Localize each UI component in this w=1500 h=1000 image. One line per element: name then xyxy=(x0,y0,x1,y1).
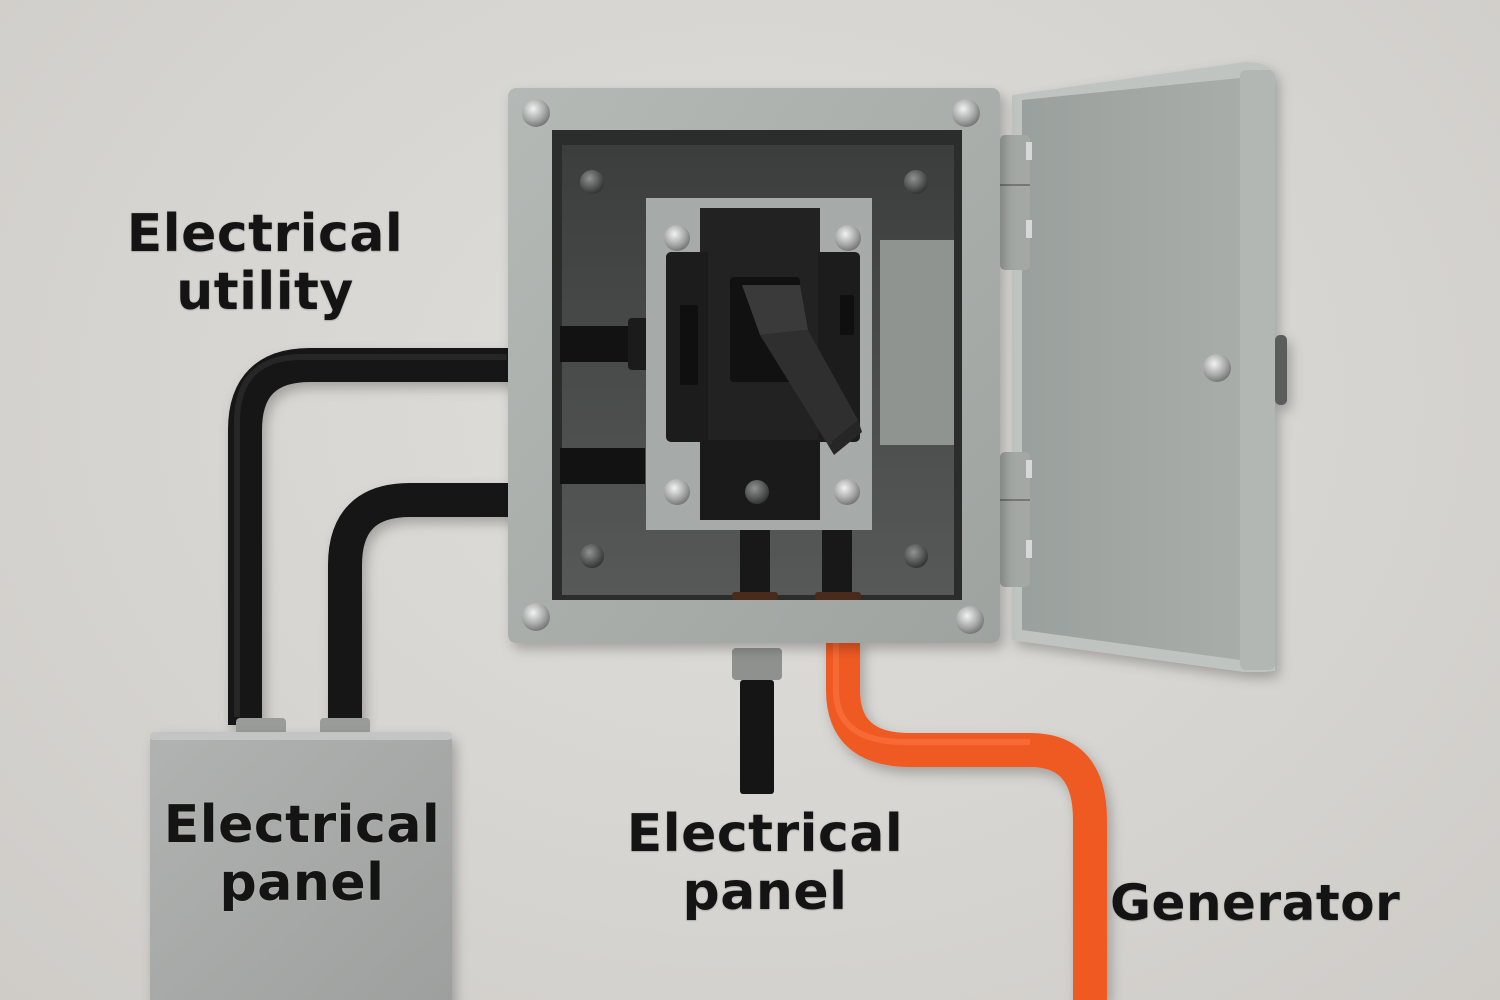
utility-cables xyxy=(228,348,515,725)
label-line: Electrical xyxy=(126,204,404,264)
label-line: utility xyxy=(176,262,354,323)
label-line: panel xyxy=(682,862,848,923)
screw-icon xyxy=(952,99,980,127)
label-line: Electrical xyxy=(626,804,904,864)
electrical-panel-box xyxy=(150,718,452,1000)
screw-icon xyxy=(522,99,550,127)
enclosure-door-open xyxy=(1012,62,1287,672)
generator-cable xyxy=(826,640,1107,1000)
panel-feed-cable xyxy=(732,648,782,794)
label-electrical-panel-box: Electrical panel xyxy=(152,795,452,914)
label-electrical-utility: Electrical utility xyxy=(120,204,410,323)
label-electrical-panel-center: Electrical panel xyxy=(615,804,915,923)
latch-knob-icon xyxy=(1203,354,1231,382)
door-hinges xyxy=(1000,135,1032,587)
label-line: Electrical xyxy=(163,795,441,855)
screw-icon xyxy=(956,606,984,634)
throw-switch-handle xyxy=(742,285,862,455)
throw-switch xyxy=(646,198,872,530)
label-generator: Generator xyxy=(1110,875,1420,931)
label-line: panel xyxy=(219,853,385,914)
screw-icon xyxy=(522,603,550,631)
label-line: Generator xyxy=(1110,874,1401,932)
